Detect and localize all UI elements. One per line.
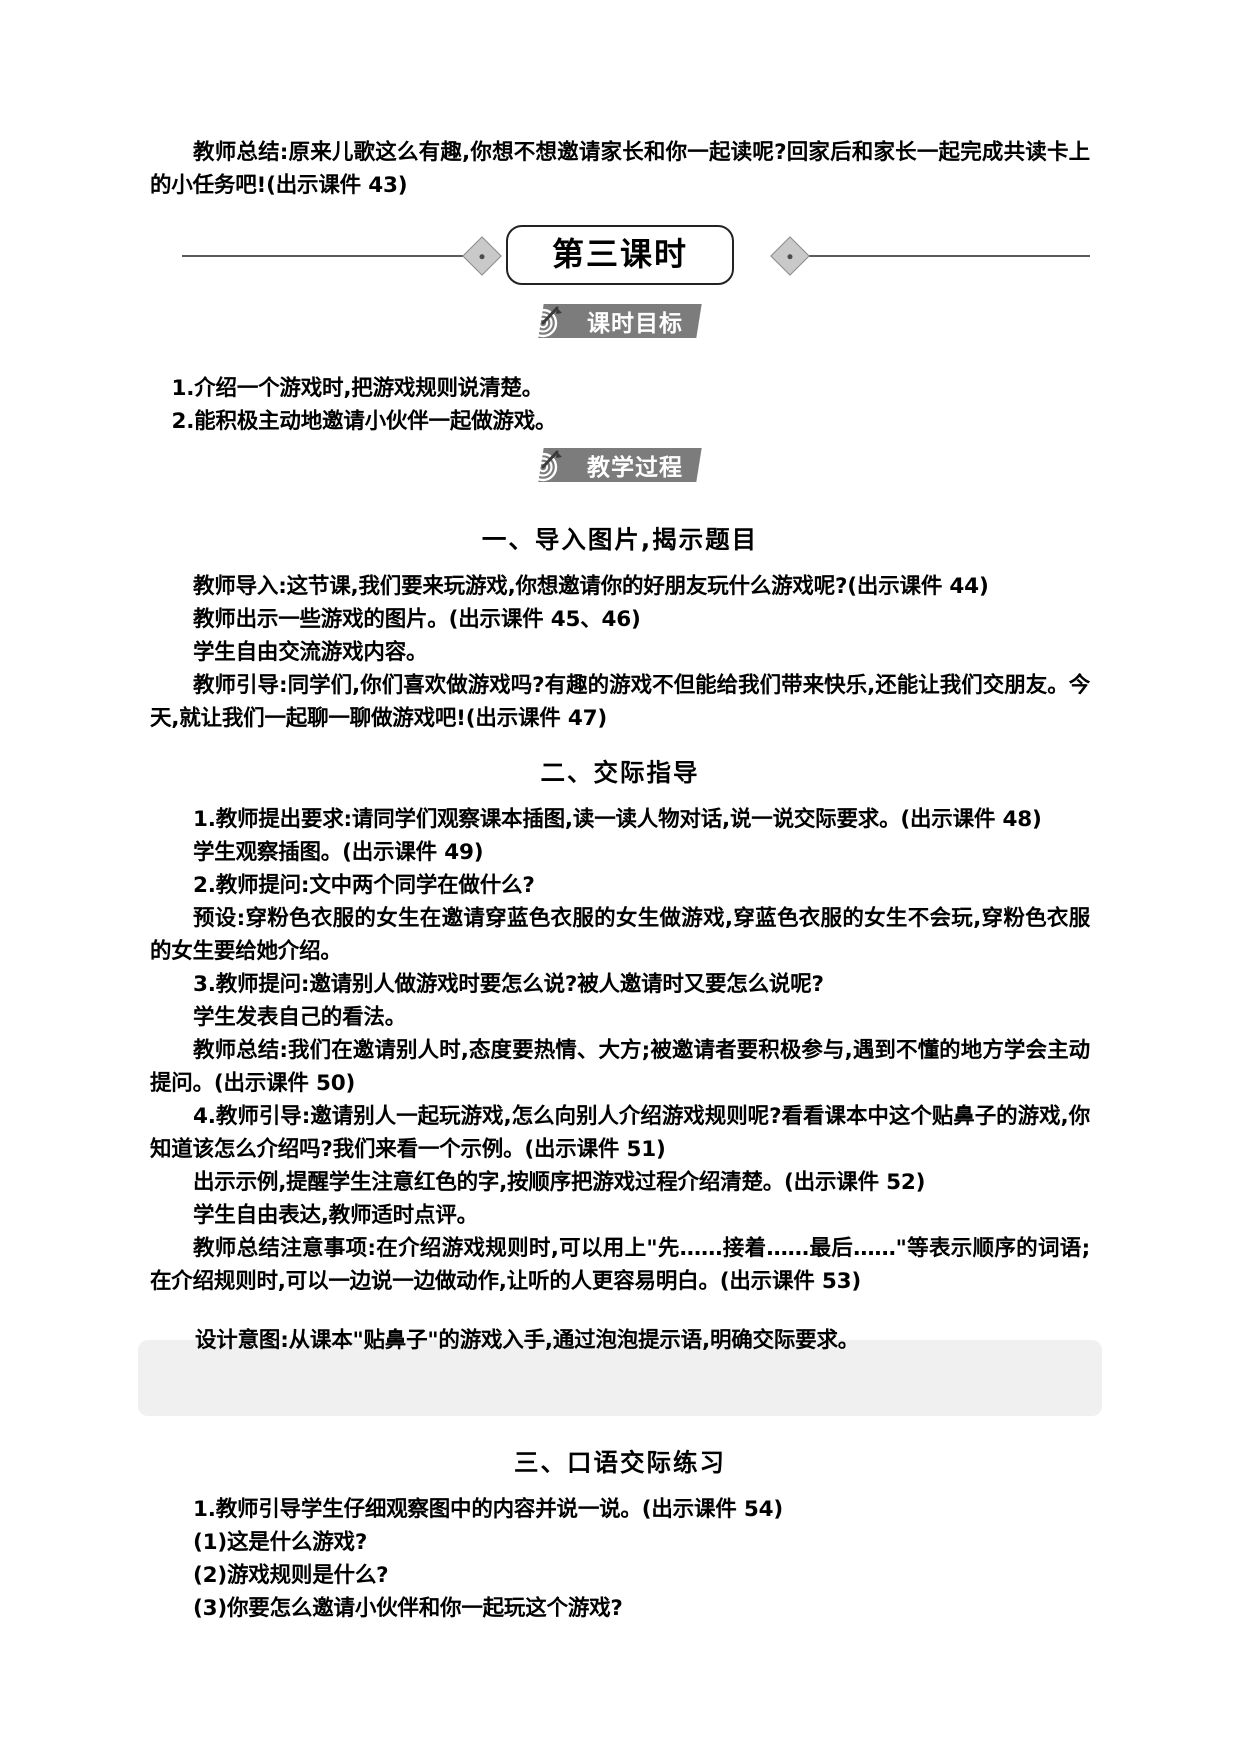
target-dart-icon (524, 445, 564, 485)
section-3-paragraph: 1.教师引导学生仔细观察图中的内容并说一说。(出示课件 54) (193, 1496, 783, 1522)
section-3-paragraph: (3)你要怎么邀请小伙伴和你一起玩这个游戏? (193, 1595, 623, 1621)
section-1-paragraph: 教师引导:同学们,你们喜欢做游戏吗?有趣的游戏不但能给我们带来快乐,还能让我们交… (150, 672, 1090, 731)
section-2-paragraph: 教师总结:我们在邀请别人时,态度要热情、大方;被邀请者要积极参与,遇到不懂的地方… (150, 1037, 1090, 1096)
document-content: 教师总结:原来儿歌这么有趣,你想不想邀请家长和你一起读呢?回家后和家长一起完成共… (138, 136, 1102, 1625)
section-2-paragraph: 学生发表自己的看法。 (193, 1004, 407, 1030)
process-badge-row: 教学过程 (150, 448, 1090, 482)
section-2-paragraph: 2.教师提问:文中两个同学在做什么? (193, 872, 535, 898)
lesson-title: 第三课时 (505, 224, 734, 286)
objectives-badge-row: 课时目标 (150, 304, 1090, 338)
section-2-paragraph: 出示示例,提醒学生注意红色的字,按顺序把游戏过程介绍清楚。(出示课件 52) (193, 1169, 926, 1195)
section-1-paragraph: 教师出示一些游戏的图片。(出示课件 45、46) (193, 606, 641, 632)
lesson-title-banner: 第三课时 (150, 216, 1090, 294)
section-3-paragraph: (2)游戏规则是什么? (193, 1562, 389, 1588)
diamond-marker-right-icon (770, 236, 810, 276)
diamond-marker-left-icon (462, 236, 502, 276)
section-3-paragraph: (1)这是什么游戏? (193, 1529, 368, 1555)
objective-item: 1.介绍一个游戏时,把游戏规则说清楚。 (171, 376, 544, 401)
process-badge: 教学过程 (528, 448, 702, 482)
design-intent-block: 设计意图:从课本"贴鼻子"的游戏入手,通过泡泡提示语,明确交际要求。 (138, 1324, 1102, 1416)
objectives-badge: 课时目标 (528, 304, 702, 338)
banner-rule-right (795, 255, 1090, 257)
section-2-paragraph: 4.教师引导:邀请别人一起玩游戏,怎么向别人介绍游戏规则呢?看看课本中这个贴鼻子… (150, 1103, 1090, 1162)
section-1-paragraph: 教师导入:这节课,我们要来玩游戏,你想邀请你的好朋友玩什么游戏呢?(出示课件 4… (193, 573, 989, 599)
section-heading-2: 二、交际指导 (540, 757, 700, 787)
section-2-paragraph: 预设:穿粉色衣服的女生在邀请穿蓝色衣服的女生做游戏,穿蓝色衣服的女生不会玩,穿粉… (150, 905, 1090, 964)
objective-item: 2.能积极主动地邀请小伙伴一起做游戏。 (171, 409, 557, 434)
objectives-badge-label: 课时目标 (587, 311, 683, 337)
section-2-paragraph: 学生自由表达,教师适时点评。 (193, 1202, 478, 1228)
process-badge-label: 教学过程 (587, 455, 683, 481)
design-intent-box-background (138, 1339, 1102, 1416)
target-dart-icon (524, 301, 564, 341)
section-2-paragraph: 学生观察插图。(出示课件 49) (193, 839, 484, 865)
section-heading-3: 三、口语交际练习 (514, 1447, 726, 1477)
section-1-paragraph: 学生自由交流游戏内容。 (193, 639, 428, 665)
section-2-paragraph: 1.教师提出要求:请同学们观察课本插图,读一读人物对话,说一说交际要求。(出示课… (193, 806, 1042, 832)
design-intent-text-wrap: 设计意图:从课本"贴鼻子"的游戏入手,通过泡泡提示语,明确交际要求。 (138, 1324, 1102, 1357)
intro-paragraph: 教师总结:原来儿歌这么有趣,你想不想邀请家长和你一起读呢?回家后和家长一起完成共… (150, 140, 1090, 198)
design-intent-text: 设计意图:从课本"贴鼻子"的游戏入手,通过泡泡提示语,明确交际要求。 (195, 1327, 860, 1353)
spacer (150, 482, 1090, 502)
spacer (150, 338, 1090, 372)
section-2-paragraph: 教师总结注意事项:在介绍游戏规则时,可以用上"先……接着……最后……"等表示顺序… (150, 1235, 1090, 1294)
banner-rule-left (182, 255, 477, 257)
section-2-paragraph: 3.教师提问:邀请别人做游戏时要怎么说?被人邀请时又要怎么说呢? (193, 971, 824, 997)
section-heading-1: 一、导入图片,揭示题目 (481, 525, 759, 554)
